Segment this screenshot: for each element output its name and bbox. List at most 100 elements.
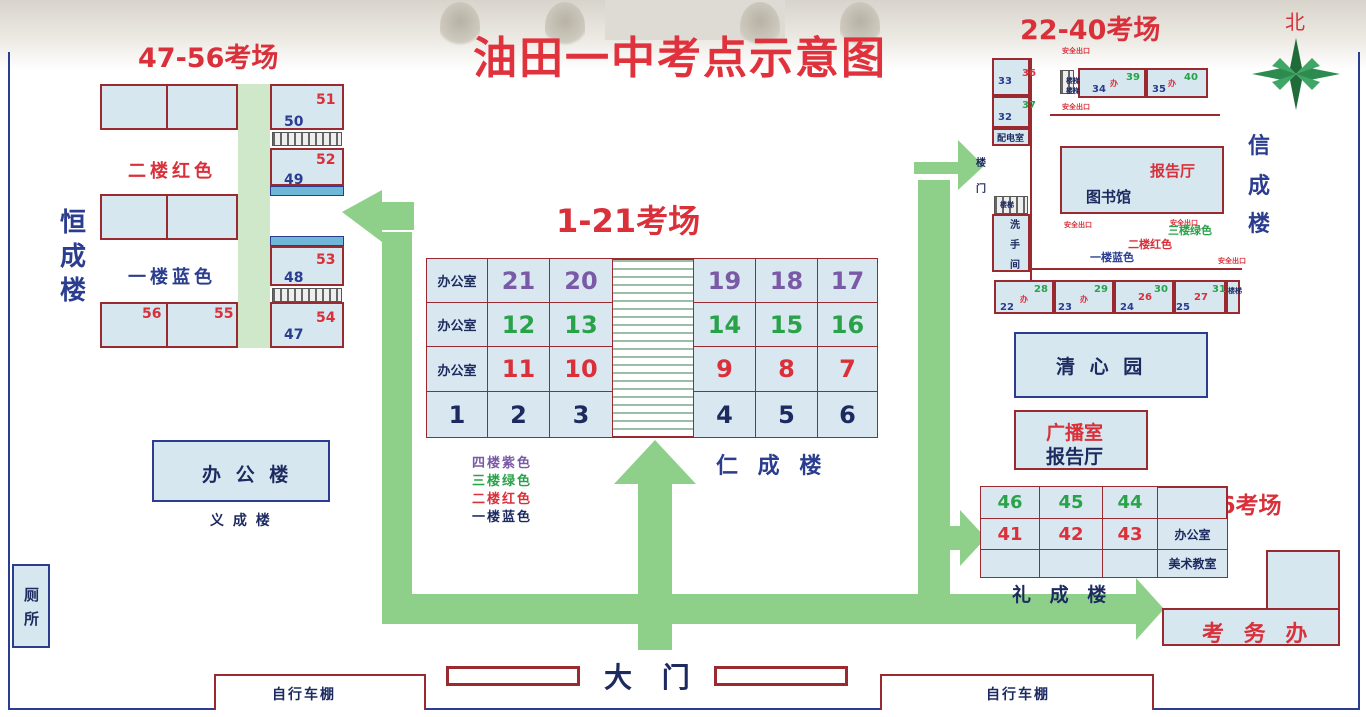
xincheng-name-1: 信: [1248, 134, 1271, 159]
legend-floor3: 三楼绿色: [472, 474, 533, 489]
room-50: 50: [284, 114, 304, 130]
hengcheng-exam-label: 47-56考场: [138, 43, 279, 74]
xincheng-exit-lib: 安全出口: [1064, 221, 1092, 229]
room-41: 41: [980, 518, 1040, 550]
room-24: 24: [1120, 302, 1134, 313]
hengcheng-floor2-label: 二楼红色: [128, 161, 216, 182]
room-3: 3: [549, 391, 613, 438]
campus-boundary: [8, 52, 1360, 710]
room-45: 45: [1039, 486, 1103, 519]
art-classroom: 美术教室: [1157, 549, 1228, 578]
room-1: 1: [426, 391, 488, 438]
toilet-label-2: 所: [24, 610, 40, 628]
room-33: 33: [998, 76, 1012, 87]
room-15: 15: [755, 302, 818, 347]
room-40: 40: [1184, 72, 1198, 83]
wash-1: 洗: [1010, 220, 1020, 231]
xincheng-door-label: 门: [976, 184, 986, 195]
hengcheng-building: [100, 84, 346, 348]
hengcheng-name-1: 恒: [60, 208, 87, 238]
xincheng-stairs-a: 楼梯: [1066, 77, 1080, 85]
xincheng-exit-lower: 安全出口: [1170, 219, 1198, 227]
gate-left-pillar: [446, 666, 580, 686]
room-44: 44: [1102, 486, 1158, 519]
compass-rose-icon: [1252, 38, 1340, 110]
bike-shed-right-label: 自行车棚: [986, 687, 1050, 703]
header-photo-band: [0, 0, 1366, 70]
office-building: [152, 440, 330, 502]
room-35-office: 办: [1168, 79, 1176, 88]
room-47: 47: [284, 327, 304, 343]
xincheng-building: [990, 54, 1246, 316]
xincheng-stair-label: 楼: [976, 158, 986, 169]
room-42: 42: [1039, 518, 1103, 550]
xincheng-report-hall: 报告厅: [1150, 162, 1196, 180]
broadcast-report-hall: 报告厅: [1046, 446, 1104, 468]
exam-office-building: [1162, 550, 1340, 646]
room-52: 52: [316, 152, 336, 168]
office-building-label: 办 公 楼: [202, 464, 293, 486]
room-43: 43: [1102, 518, 1158, 550]
licheng-office: 办公室: [1157, 518, 1228, 550]
xincheng-stairs-d: 楼梯: [1228, 287, 1242, 295]
room-56: 56: [142, 306, 162, 322]
hengcheng-name-3: 楼: [60, 276, 87, 306]
legend-floor2: 二楼红色: [472, 492, 533, 507]
room-13: 13: [549, 302, 613, 347]
arrow-to-exam-office-icon: [1110, 578, 1164, 640]
room-55: 55: [214, 306, 234, 322]
licheng-ground-2: [1039, 549, 1103, 578]
room-9: 9: [693, 346, 756, 392]
room-22: 22: [1000, 302, 1014, 313]
room-27: 27: [1194, 292, 1208, 303]
power-room: 配电室: [997, 134, 1025, 144]
room-4: 4: [693, 391, 756, 438]
room-23: 23: [1058, 302, 1072, 313]
exam-office-label: 考 务 办: [1202, 622, 1314, 647]
xincheng-floor1: 一楼蓝色: [1090, 251, 1134, 264]
path-west: [382, 232, 412, 622]
gate-right-pillar: [714, 666, 848, 686]
licheng-ground-3: [1102, 549, 1158, 578]
hengcheng-floor1-label: 一楼蓝色: [128, 267, 216, 288]
room-17: 17: [817, 258, 878, 303]
room-10: 10: [549, 346, 613, 392]
xincheng-name-2: 成: [1248, 174, 1271, 199]
room-5: 5: [755, 391, 818, 438]
xincheng-exit-mid: 安全出口: [1062, 103, 1090, 111]
map-title: 油田一中考点示意图: [473, 33, 887, 84]
rencheng-exam-label: 1-21考场: [556, 202, 701, 240]
room-31: 31: [1212, 284, 1226, 295]
legend-floor4: 四楼紫色: [472, 456, 533, 471]
bike-shed-right: [880, 674, 1154, 710]
room-32: 32: [998, 112, 1012, 123]
room-48: 48: [284, 270, 304, 286]
path-south: [382, 594, 1134, 624]
room-7: 7: [817, 346, 878, 392]
xincheng-floor2: 二楼红色: [1128, 238, 1172, 251]
legend-floor1: 一楼蓝色: [472, 510, 533, 525]
wash-2: 手: [1010, 240, 1020, 251]
room-46: 46: [980, 486, 1040, 519]
xincheng-exam-label: 22-40考场: [1020, 15, 1161, 46]
qingxin-garden-label: 清 心 园: [1056, 356, 1147, 378]
room-35: 35: [1152, 84, 1166, 95]
room-12: 12: [487, 302, 550, 347]
arrow-to-licheng-icon: [940, 510, 986, 566]
room-26: 26: [1138, 292, 1152, 303]
main-gate-label: 大 门: [604, 661, 700, 694]
room-34: 34: [1092, 84, 1106, 95]
yicheng-building-label: 义 成 楼: [210, 513, 272, 529]
room-54: 54: [316, 310, 336, 326]
room-18: 18: [755, 258, 818, 303]
xincheng-stairs-b: 楼梯: [1066, 87, 1080, 95]
room-22-office: 办: [1020, 295, 1028, 304]
room-25: 25: [1176, 302, 1190, 313]
office-cell-2: 办公室: [426, 302, 488, 347]
broadcast-label: 广播室: [1046, 422, 1104, 444]
room-8: 8: [755, 346, 818, 392]
room-28: 28: [1034, 284, 1048, 295]
room-2: 2: [487, 391, 550, 438]
xincheng-stairs-c: 楼梯: [1000, 201, 1014, 209]
room-51: 51: [316, 92, 336, 108]
